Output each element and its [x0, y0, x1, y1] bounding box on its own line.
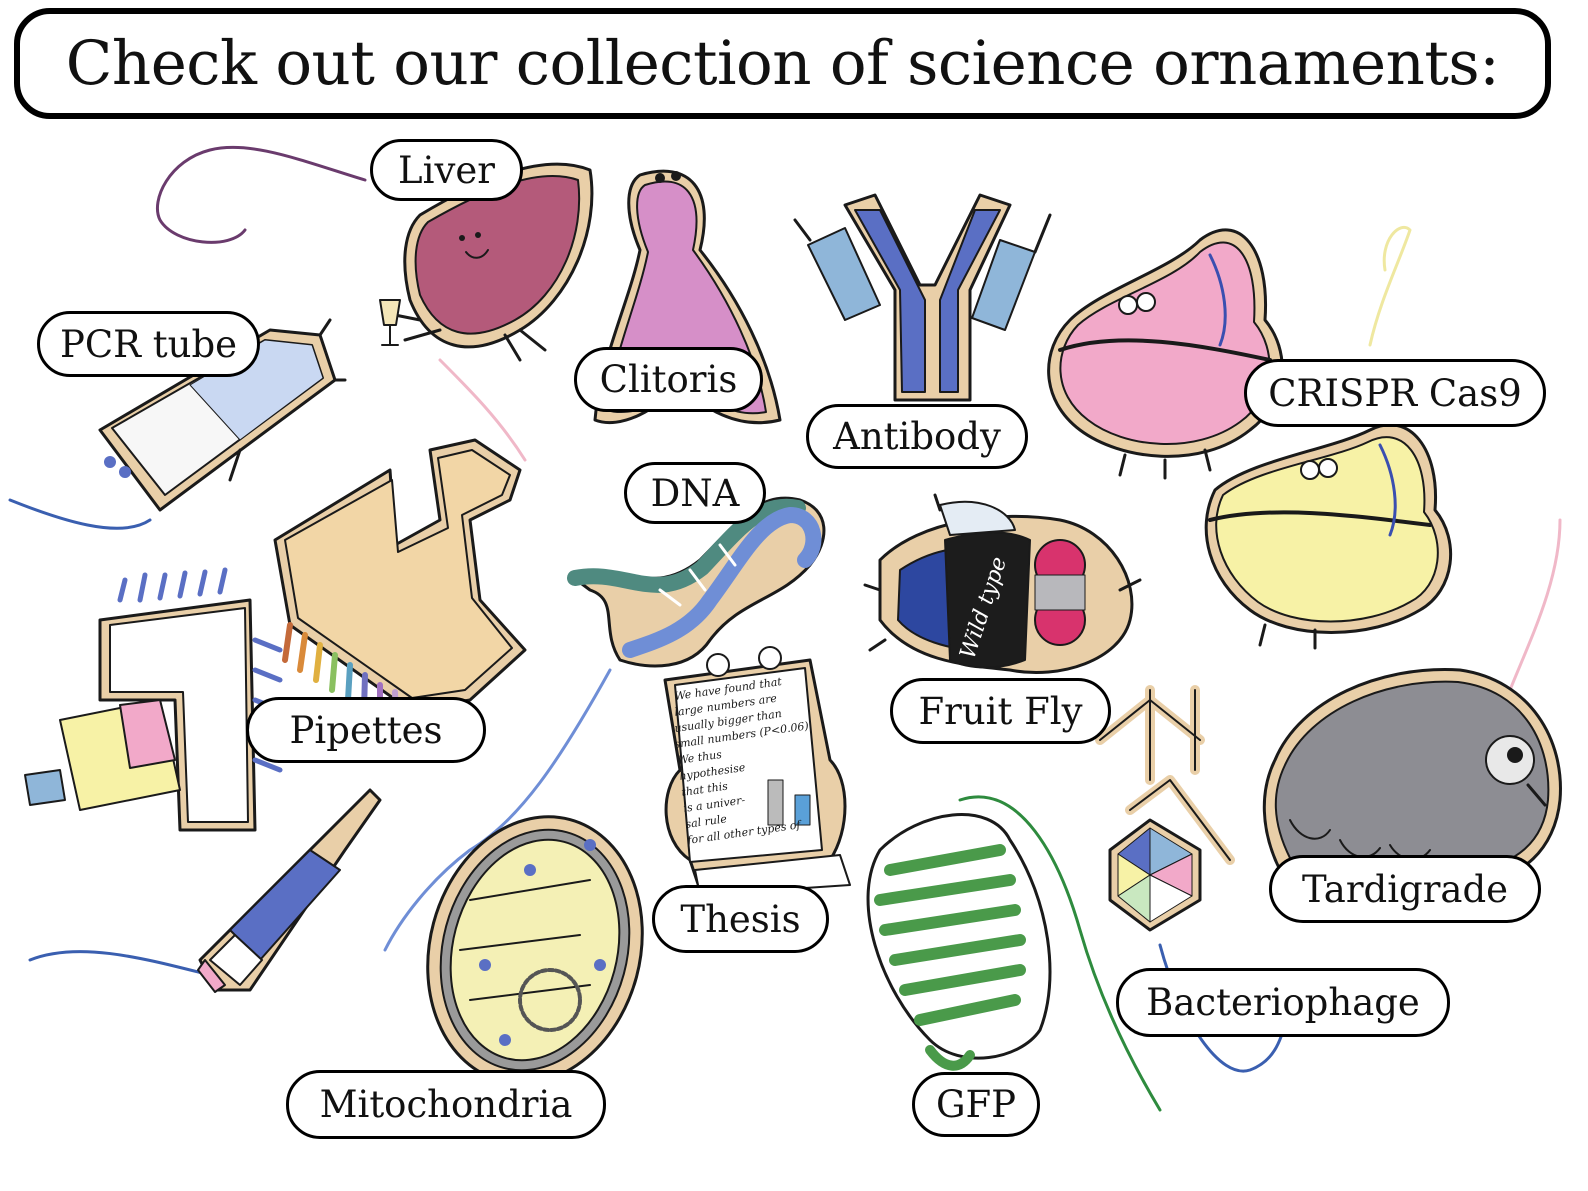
tardigrade-ornament: [1262, 668, 1562, 882]
label-pcr-tube: PCR tube: [37, 311, 260, 377]
dna-ornament: [567, 496, 826, 668]
thesis-line: sal rule: [685, 812, 728, 831]
gfp-string: [958, 795, 1162, 1112]
label-mitochondria: Mitochondria: [286, 1070, 606, 1139]
label-crispr-cas9: CRISPR Cas9: [1244, 359, 1546, 427]
syringe-ornament: [197, 788, 382, 993]
antibody-ornament: [793, 193, 1052, 402]
thesis-ornament: [663, 646, 851, 896]
fruit-fly-ornament: [863, 493, 1142, 675]
pipette-string: [438, 358, 527, 462]
label-dna: DNA: [624, 462, 766, 524]
bacteriophage-ornament: [1095, 685, 1235, 932]
liver-ornament: [379, 162, 594, 362]
crispr-string: [1368, 226, 1412, 347]
tardigrade-string: [1508, 518, 1562, 692]
crispr-yellow-ornament: [1204, 423, 1453, 650]
syringe-string: [28, 950, 212, 977]
page-title: Check out our collection of science orna…: [65, 28, 1500, 99]
thesis-line: We thus: [677, 748, 723, 767]
label-bacteriophage: Bacteriophage: [1116, 968, 1450, 1037]
gfp-ornament: [866, 813, 1052, 1071]
label-thesis: Thesis: [652, 885, 829, 953]
label-tardigrade: Tardigrade: [1269, 855, 1541, 923]
label-fruit-fly: Fruit Fly: [890, 678, 1111, 744]
liver-string: [155, 145, 367, 244]
label-gfp: GFP: [912, 1072, 1040, 1137]
pcr-tube-ornament: [98, 318, 347, 512]
label-antibody: Antibody: [806, 404, 1028, 469]
label-clitoris: Clitoris: [574, 347, 763, 412]
label-liver: Liver: [370, 139, 523, 201]
title-banner: Check out our collection of science orna…: [14, 8, 1551, 119]
mitochondria-ornament: [426, 815, 644, 1085]
pipettes-ornament: [24, 438, 527, 832]
thesis-line: that this: [681, 780, 729, 799]
crispr-pink-ornament: [1047, 228, 1284, 480]
pcr-string: [8, 498, 152, 530]
label-pipettes: Pipettes: [246, 697, 486, 763]
